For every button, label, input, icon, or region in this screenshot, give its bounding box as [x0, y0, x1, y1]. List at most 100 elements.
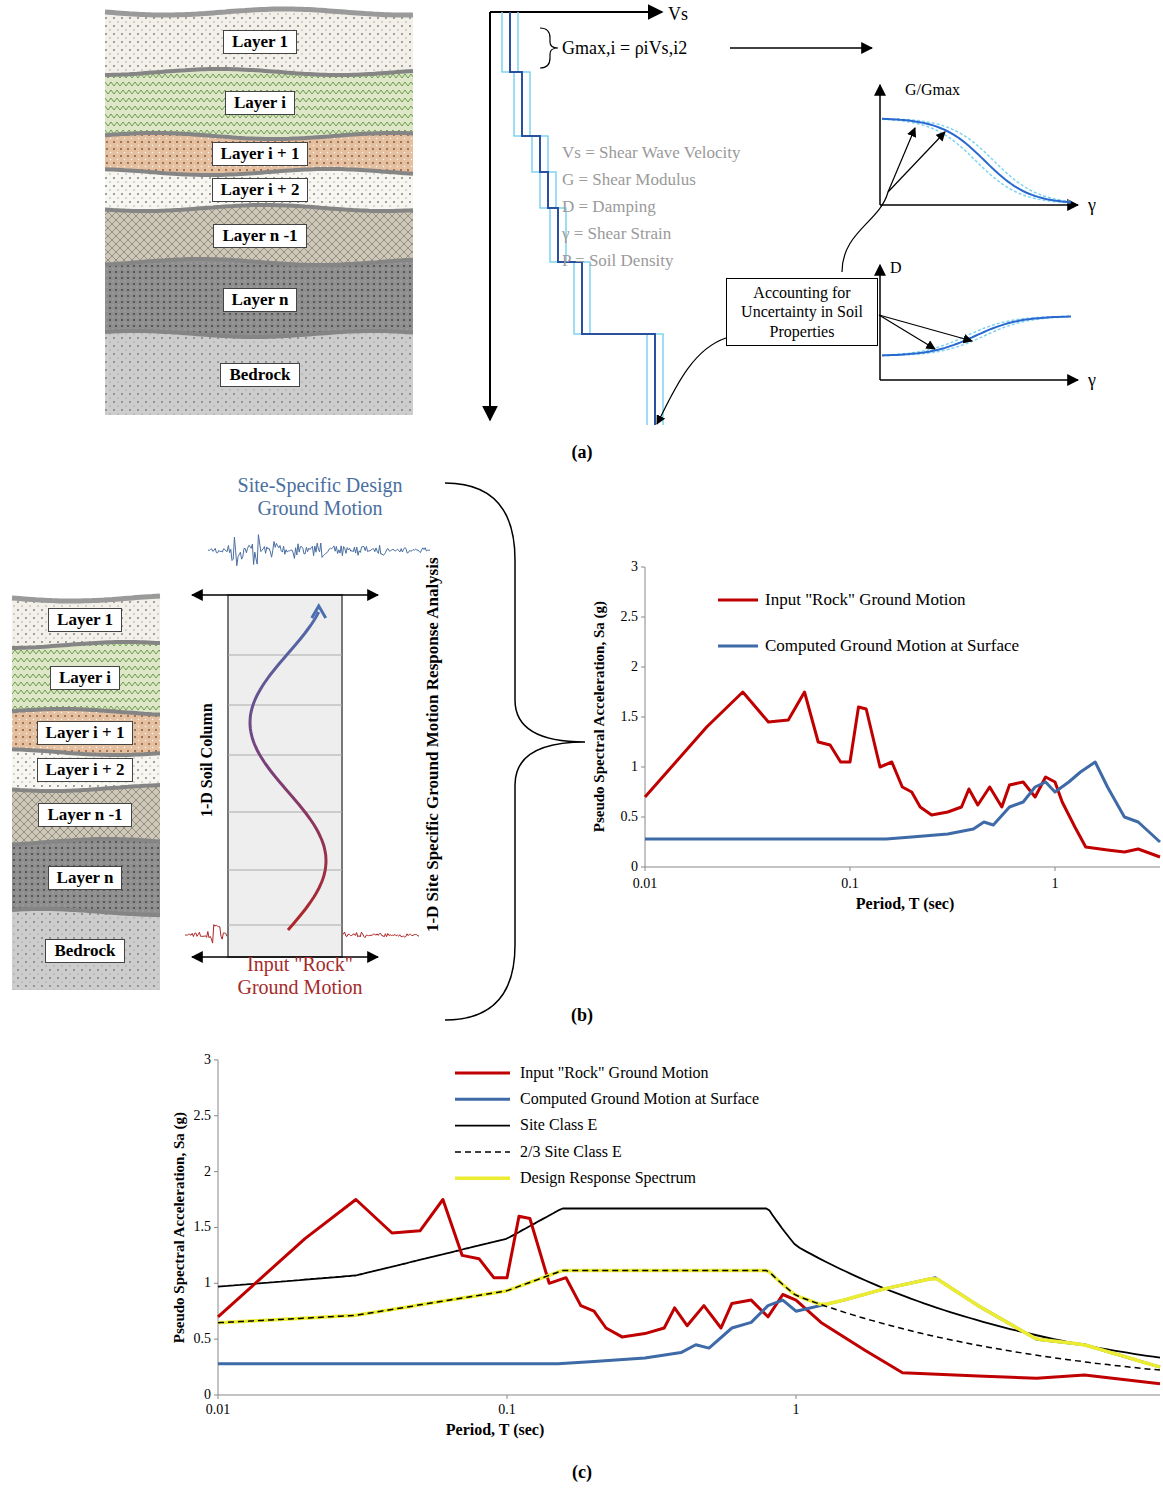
definition-note: Vs = Shear Wave Velocity [562, 143, 741, 163]
soil-curve [882, 119, 1071, 202]
soil-texture [105, 331, 413, 415]
layer-name: Layer i + 2 [46, 760, 125, 779]
layer-boundary [12, 642, 160, 648]
tick [645, 867, 646, 871]
legend-sample [718, 599, 758, 602]
axis [880, 379, 1078, 381]
layer-boundary [105, 133, 413, 139]
layer-boundary [105, 169, 413, 175]
tick [1055, 867, 1056, 871]
layer-name: Layer n -1 [47, 805, 122, 824]
wave [250, 612, 326, 930]
axis-title: Period, T (sec) [446, 1421, 545, 1439]
tick [507, 1395, 508, 1399]
soil-texture [12, 839, 160, 915]
tick [641, 617, 645, 618]
panel-letter: (c) [572, 1462, 592, 1483]
axis [879, 85, 881, 205]
soil-curve [882, 119, 1071, 203]
layer-label: Layer n [223, 288, 298, 312]
layer-name: Layer i [59, 668, 111, 687]
surface-spectrum [218, 1278, 1160, 1367]
tick [214, 1171, 218, 1172]
site-class-e [218, 1209, 1160, 1358]
two-thirds-site-class-e [218, 1271, 1160, 1371]
layer-name: Bedrock [229, 365, 290, 384]
axis [490, 11, 662, 13]
tick-label: 2 [631, 659, 638, 675]
legend-text: 2/3 Site Class E [520, 1143, 622, 1161]
tick-label: 1 [793, 1402, 800, 1418]
axis [880, 204, 1078, 206]
layer-label: Layer i [50, 666, 120, 690]
tick-label: 0.1 [498, 1402, 516, 1418]
surface-spectrum [645, 762, 1160, 842]
legend-sample [455, 1125, 510, 1127]
layer-boundary [12, 596, 160, 601]
leader [879, 315, 935, 349]
arrow [730, 47, 872, 49]
legend-text: Computed Ground Motion at Surface [765, 636, 1019, 656]
tick-label: 2.5 [621, 609, 639, 625]
axis-title: Period, T (sec) [856, 895, 955, 913]
layer-label: Layer 1 [223, 30, 297, 54]
tick-label: 1 [631, 759, 638, 775]
tick-label: 0 [204, 1387, 211, 1403]
axis-title: Pseudo Spectral Acceleration, Sa (g) [171, 1112, 188, 1343]
layer-label: Layer i + 2 [37, 758, 134, 782]
layer-label: Layer i + 1 [37, 721, 134, 745]
wave-arrowhead [312, 606, 326, 618]
tick-label: 0 [631, 859, 638, 875]
figure-caption-text: 1-D Soil Column [198, 703, 216, 817]
tick [641, 767, 645, 768]
legend-text: Input "Rock" Ground Motion [520, 1064, 709, 1082]
layer-name: Layer i [234, 93, 286, 112]
soil-texture [105, 259, 413, 337]
tick [214, 1227, 218, 1228]
seismogram [208, 535, 430, 566]
layer-name: Layer i + 2 [221, 180, 300, 199]
tick [641, 867, 645, 868]
layer-boundary [105, 9, 413, 15]
legend-text: Computed Ground Motion at Surface [520, 1090, 759, 1108]
column-division [228, 705, 342, 706]
soil-texture [12, 709, 160, 755]
tick [214, 1339, 218, 1340]
soil-texture [105, 69, 413, 139]
formula: Gmax,i = ρiVs,i2 [562, 38, 687, 59]
tick-label: 0.1 [841, 876, 859, 892]
layer-label: Layer i + 1 [212, 142, 309, 166]
axis [218, 1395, 1160, 1396]
soil-layer [105, 331, 413, 415]
axis-label: G/Gmax [905, 81, 960, 99]
legend-text: Site Class E [520, 1116, 597, 1134]
soil-layer [105, 69, 413, 139]
soil-layer [12, 642, 160, 715]
legend-text: Design Response Spectrum [520, 1169, 696, 1187]
layer-name: Layer 1 [57, 610, 113, 629]
soil-texture [12, 909, 160, 990]
soil-layer [12, 839, 160, 915]
soil-curve [882, 317, 1071, 356]
legend-sample [455, 1176, 510, 1180]
axis [879, 265, 881, 380]
input-rock-spectrum [645, 692, 1160, 857]
tick [641, 817, 645, 818]
legend-sample [455, 1072, 510, 1075]
layer-label: Layer n -1 [38, 803, 131, 827]
layer-label: Layer n [48, 866, 123, 890]
axis-title: Pseudo Spectral Acceleration, Sa (g) [591, 601, 608, 832]
soil-layer [105, 133, 413, 175]
layer-name: Layer n [57, 868, 114, 887]
layer-name: Layer i + 1 [46, 723, 125, 742]
layer-boundary [105, 331, 413, 337]
brace [540, 28, 558, 68]
axis-label: Vs [668, 4, 688, 25]
soil-texture [12, 785, 160, 844]
tick [214, 1059, 218, 1060]
layer-boundary [105, 69, 413, 75]
definition-note: P = Soil Density [562, 251, 673, 271]
axis [489, 12, 491, 420]
tick [214, 1395, 218, 1396]
soil-texture [105, 205, 413, 265]
